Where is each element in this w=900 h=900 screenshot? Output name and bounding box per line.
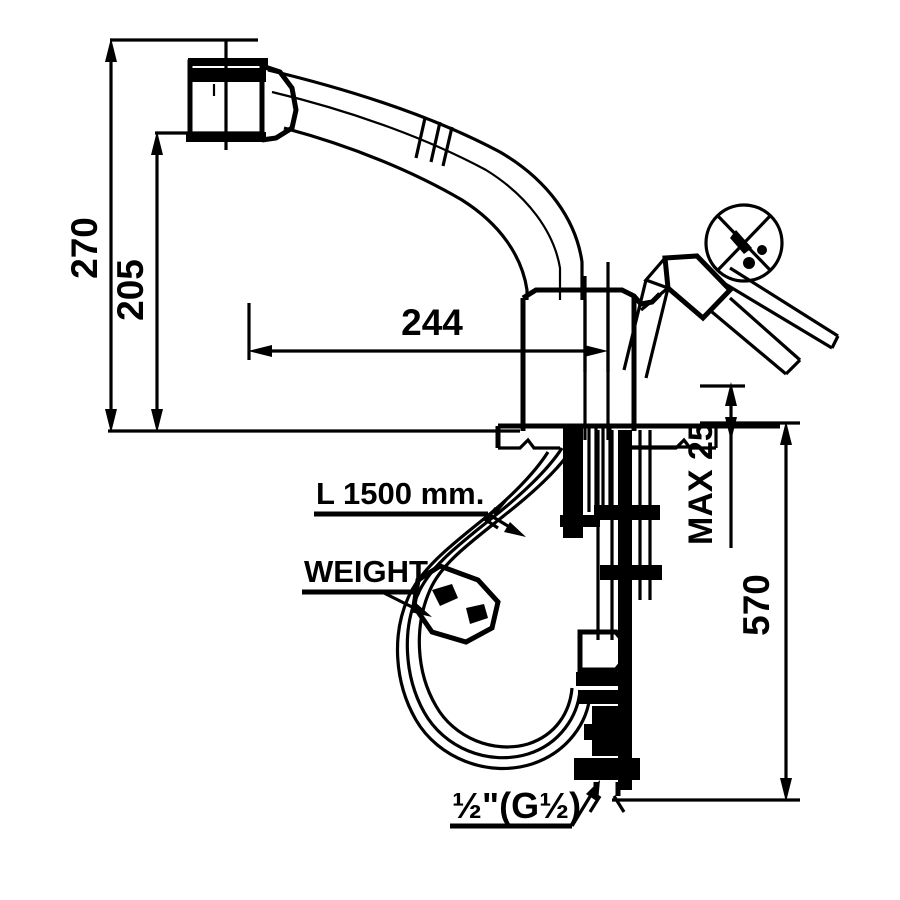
dimension-max25: MAX 25	[682, 382, 737, 548]
weight-label: WEIGHT	[304, 554, 428, 589]
dimension-270-label: 270	[64, 217, 105, 279]
deck-surface	[495, 423, 780, 450]
shank-assembly	[560, 428, 612, 538]
dimension-570-label: 570	[736, 574, 777, 636]
weight-block	[411, 563, 501, 645]
dimension-205-label: 205	[110, 259, 151, 321]
spout-nozzle	[186, 40, 299, 150]
dimension-205: 205	[110, 131, 163, 433]
dimension-570: 570	[736, 421, 792, 802]
annotation-hose-length: L 1500 mm.	[314, 476, 526, 537]
dimension-244-label: 244	[401, 302, 463, 343]
inlet-thread-label: ½"(G½)	[452, 785, 581, 826]
supply-hose	[576, 430, 662, 790]
dimension-270: 270	[64, 38, 117, 433]
annotation-inlet-thread: ½"(G½)	[450, 780, 600, 829]
annotation-weight: WEIGHT	[302, 554, 432, 617]
dimension-244: 244	[248, 302, 608, 357]
hose-length-label: L 1500 mm.	[316, 476, 484, 511]
inlet-fitting	[574, 758, 640, 813]
rotation-indicator	[704, 203, 784, 283]
dimension-max25-label: MAX 25	[682, 422, 720, 545]
spout-arm	[267, 68, 584, 300]
